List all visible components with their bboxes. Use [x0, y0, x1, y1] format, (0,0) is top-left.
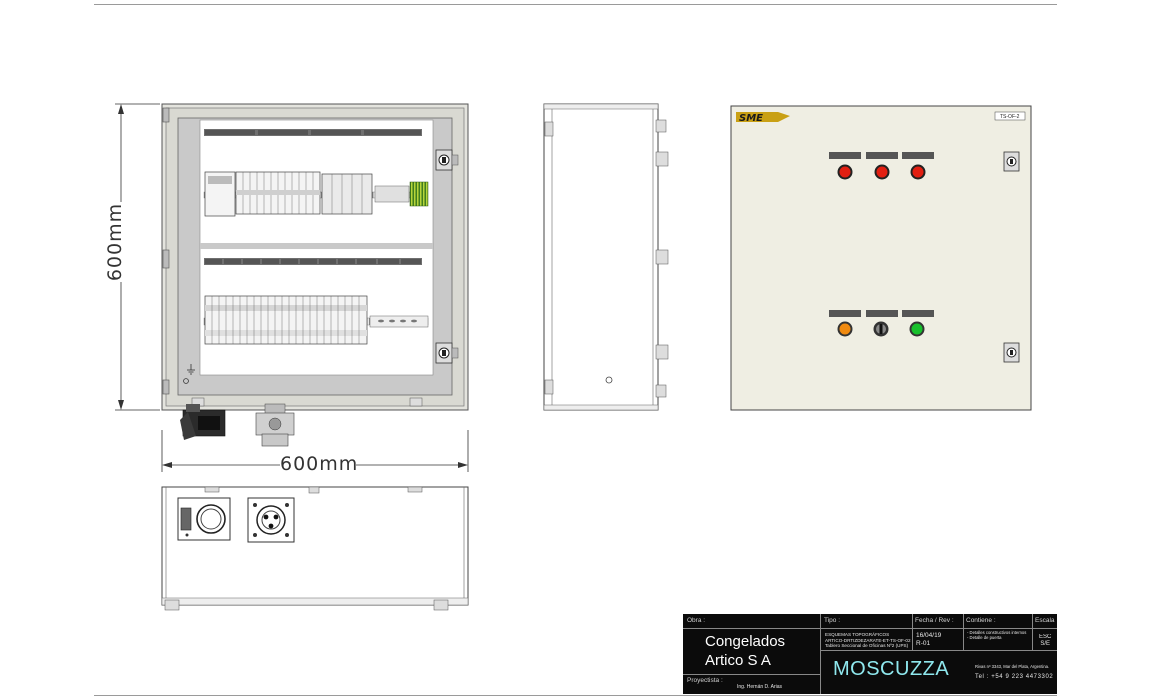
pilot-light-orange: [837, 321, 853, 337]
lock-icon: [1003, 342, 1020, 363]
phone-text: Tel : +54 9 223 4473302: [975, 674, 1054, 680]
top-border-line: [94, 4, 1057, 5]
height-dimension-label: 600mm: [104, 202, 132, 282]
tipo-value: ESQUEMAS TOPOGRÁFICOS ARTICO-DRTIZDEZARA…: [825, 632, 911, 649]
obra-label: Obra :: [687, 617, 706, 624]
lock-icon: [435, 342, 459, 364]
escala-label: Escala: [1035, 617, 1055, 624]
front-view-panel: [161, 103, 469, 447]
door-view-panel: SME TS-OF-2: [730, 105, 1032, 411]
plug-icon: [247, 497, 295, 543]
title-block: Obra : Congelados Artico S A Proyectista…: [683, 614, 1057, 694]
address-text: Rivas nº 3343, Mar del Plata, Argentina.: [975, 664, 1050, 669]
socket-icon: [177, 497, 231, 541]
contiene-label: Contiene :: [966, 617, 996, 624]
width-dimension-label: 600mm: [280, 453, 359, 477]
bottom-border-line: [94, 695, 1057, 696]
side-view-panel: [543, 103, 669, 411]
socket-connector-left: [180, 404, 226, 440]
pilot-light-red-1: [837, 164, 853, 180]
svg-text:SME: SME: [739, 113, 763, 124]
pilot-light-red-3: [910, 164, 926, 180]
bottom-view-panel: [161, 486, 469, 611]
lock-icon: [435, 149, 459, 171]
selector-switch: [873, 321, 889, 337]
sme-logo: SME: [736, 112, 790, 124]
proyectista-label: Proyectista :: [687, 677, 723, 684]
fecha-label: Fecha / Rev :: [915, 617, 954, 624]
pilot-light-green: [909, 321, 925, 337]
breaker-row-top: [204, 171, 429, 217]
panel-tag: TS-OF-2: [1000, 114, 1020, 120]
socket-connector-right: [255, 403, 295, 447]
brand-name: MOSCUZZA: [833, 658, 950, 680]
escala-value: ESC S/E: [1039, 634, 1052, 647]
fecha-value: 16/04/19 R-01: [916, 632, 942, 647]
tipo-label: Tipo :: [824, 617, 841, 624]
lock-icon: [1003, 151, 1020, 172]
contiene-value: - Detalles constructivos internos - Deta…: [967, 630, 1027, 641]
breaker-row-bottom: [204, 295, 368, 345]
proyectista-value: Ing. Hernán D. Arias: [737, 684, 783, 690]
pilot-light-red-2: [874, 164, 890, 180]
obra-value: Congelados Artico S A: [705, 633, 786, 669]
ground-icon: [183, 364, 195, 384]
